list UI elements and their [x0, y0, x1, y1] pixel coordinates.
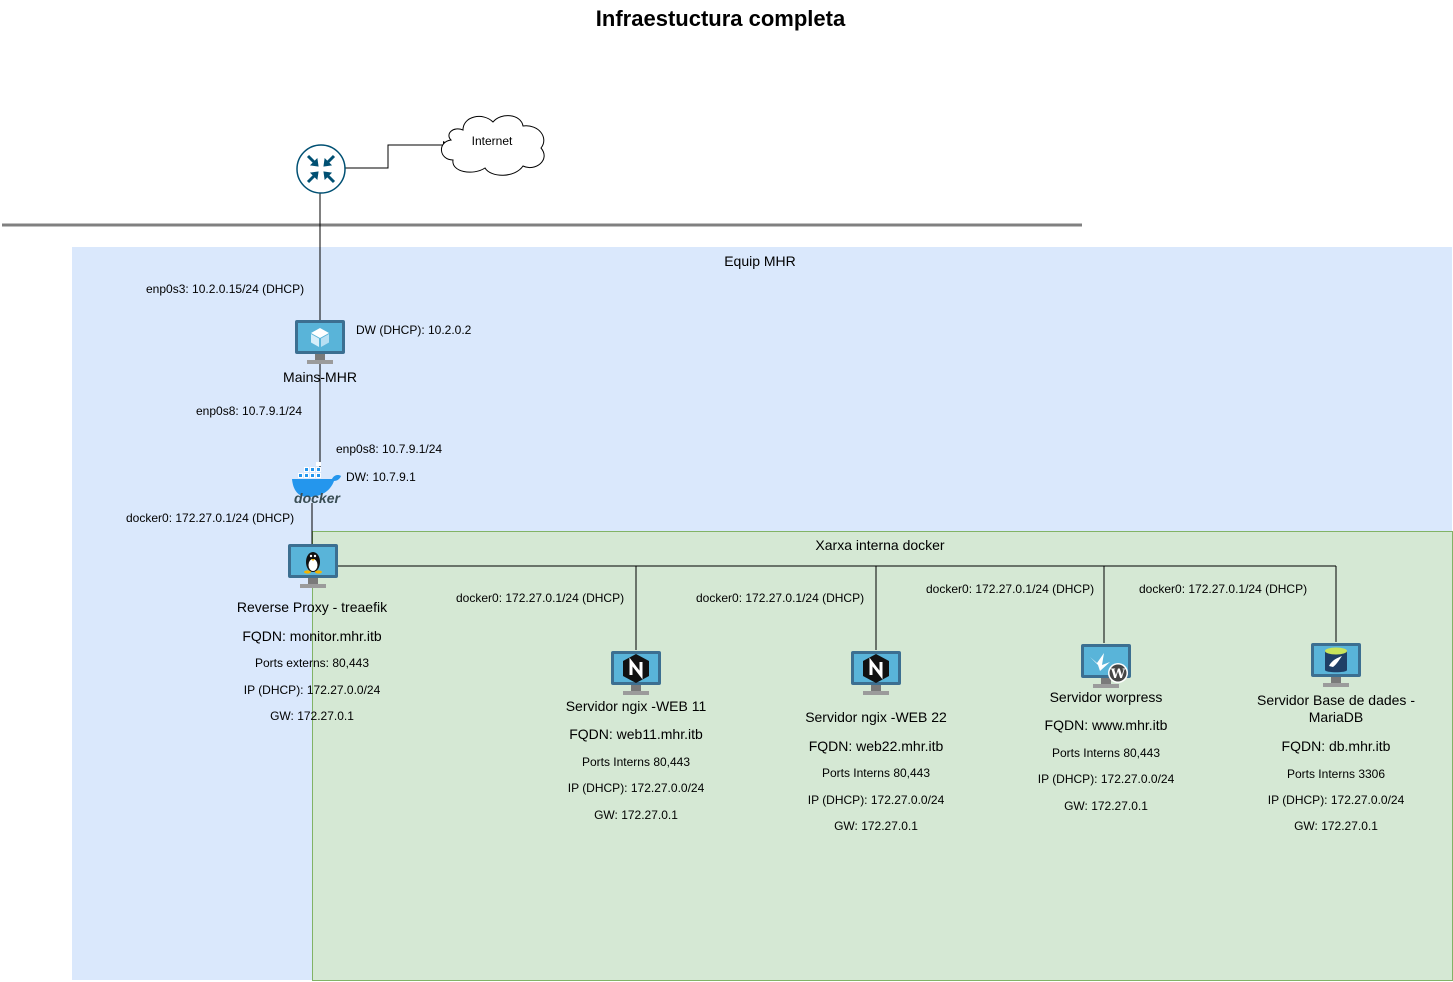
mariadb-server-icon [1311, 643, 1361, 687]
host-name: Mains-MHR [283, 369, 357, 385]
wordpress-name: Servidor worpress [1049, 689, 1163, 705]
database-ip: IP (DHCP): 172.27.0.0/24 [1267, 793, 1405, 807]
proxy-name: Reverse Proxy - treaefik [236, 599, 388, 615]
proxy-ports: Ports externs: 80,443 [254, 656, 370, 670]
database-name-line1: Servidor Base de dades - [1257, 692, 1415, 708]
wordpress-server-icon: W [1081, 644, 1131, 688]
svg-text:W: W [1110, 667, 1126, 682]
web11-fqdn: FQDN: web11.mhr.itb [569, 726, 703, 742]
web22-fqdn: FQDN: web22.mhr.itb [808, 738, 944, 754]
router-icon [296, 144, 346, 194]
internet-cloud-icon [441, 115, 545, 176]
web22-gateway: GW: 172.27.0.1 [834, 819, 918, 833]
wordpress-gateway: GW: 172.27.0.1 [1064, 799, 1148, 813]
web11-gateway: GW: 172.27.0.1 [594, 808, 678, 822]
wordpress-link-label: docker0: 172.27.0.1/24 (DHCP) [926, 582, 1095, 596]
web11-name: Servidor ngix -WEB 11 [565, 698, 707, 714]
web22-link-label: docker0: 172.27.0.1/24 (DHCP) [696, 591, 865, 605]
database-ports: Ports Interns 3306 [1286, 767, 1386, 781]
nginx-server-icon [851, 651, 901, 695]
web11-link-label: docker0: 172.27.0.1/24 (DHCP) [456, 591, 625, 605]
docker-gateway-label: DW: 10.7.9.1 [346, 470, 416, 484]
web22-name: Servidor ngix -WEB 22 [805, 709, 947, 725]
diagram-title: Infraestuctura completa [595, 6, 846, 31]
internet-label: Internet [471, 134, 513, 148]
proxy-gateway: GW: 172.27.0.1 [270, 709, 354, 723]
docker-interface-label: enp0s8: 10.7.9.1/24 [336, 442, 443, 456]
zone-equip-mhr-label: Equip MHR [724, 253, 796, 269]
zone-docker-network [312, 531, 1453, 981]
wordpress-ip: IP (DHCP): 172.27.0.0/24 [1037, 772, 1175, 786]
web11-ports: Ports Interns 80,443 [581, 755, 691, 769]
proxy-ip: IP (DHCP): 172.27.0.0/24 [243, 683, 381, 697]
web11-ip: IP (DHCP): 172.27.0.0/24 [567, 781, 705, 795]
zone-docker-network-label: Xarxa interna docker [815, 537, 945, 553]
database-gateway: GW: 172.27.0.1 [1294, 819, 1378, 833]
host-lan-interface-label: enp0s8: 10.7.9.1/24 [196, 404, 303, 418]
database-link-label: docker0: 172.27.0.1/24 (DHCP) [1139, 582, 1308, 596]
database-fqdn: FQDN: db.mhr.itb [1281, 738, 1391, 754]
wordpress-fqdn: FQDN: www.mhr.itb [1044, 717, 1168, 733]
web22-ip: IP (DHCP): 172.27.0.0/24 [807, 793, 945, 807]
nginx-server-icon [611, 651, 661, 695]
host-gateway-label: DW (DHCP): 10.2.0.2 [356, 323, 472, 337]
docker-logo-text: docker [294, 490, 340, 506]
linux-server-icon [288, 544, 338, 588]
database-name-line2: MariaDB [1308, 709, 1364, 725]
router-internet-link [345, 144, 445, 169]
web22-ports: Ports Interns 80,443 [821, 766, 931, 780]
wordpress-ports: Ports Interns 80,443 [1051, 746, 1161, 760]
proxy-fqdn: FQDN: monitor.mhr.itb [242, 628, 382, 644]
docker-bridge-label: docker0: 172.27.0.1/24 (DHCP) [126, 511, 295, 525]
host-wan-interface-label: enp0s3: 10.2.0.15/24 (DHCP) [146, 282, 305, 296]
virtual-machine-icon [295, 320, 345, 364]
docker-icon [292, 462, 341, 497]
